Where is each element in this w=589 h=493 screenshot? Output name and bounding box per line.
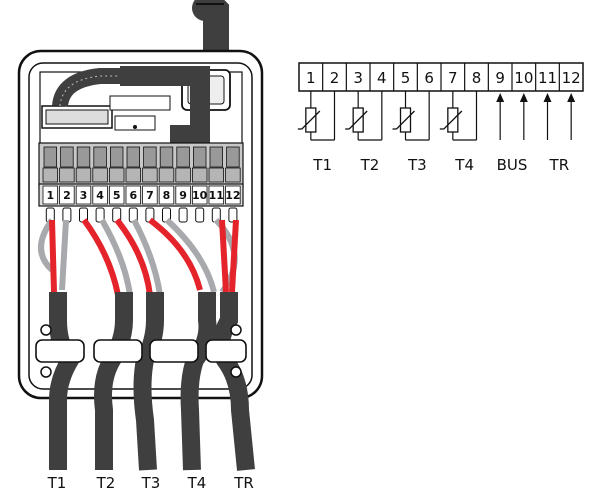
schematic-terminal-2: 2 xyxy=(330,69,340,87)
thermistor-symbol-t1 xyxy=(297,91,336,141)
terminal-number-10: 10 xyxy=(192,189,208,202)
cable-label-t3: T3 xyxy=(141,474,161,492)
terminal-number-4: 4 xyxy=(96,189,104,202)
terminal-number-box-12 xyxy=(225,185,241,205)
board-components xyxy=(109,95,171,131)
input-arrow-11 xyxy=(543,93,552,140)
terminal-clamp-2 xyxy=(59,167,75,183)
strain-relief-clamps xyxy=(35,324,247,378)
terminal-clamp-12 xyxy=(225,167,241,183)
terminal-screw-6 xyxy=(126,146,141,168)
terminal-clamp-6 xyxy=(125,167,142,183)
schematic-terminal-6: 6 xyxy=(424,69,434,87)
schematic-group-label-t4: T4 xyxy=(454,156,474,174)
terminal-number-5: 5 xyxy=(113,189,121,202)
terminal-number-box-1 xyxy=(42,185,59,205)
terminal-number-1: 1 xyxy=(46,189,54,202)
schematic-terminal-9: 9 xyxy=(495,69,505,87)
thermistor-symbol-t2 xyxy=(345,91,383,141)
schematic-group-label-t2: T2 xyxy=(360,156,380,174)
terminal-screw-9 xyxy=(176,146,190,168)
cable-label-t2: T2 xyxy=(96,474,116,492)
terminal-number-box-10 xyxy=(191,185,208,205)
cable-label-t1: T1 xyxy=(47,474,67,492)
ferrule-10 xyxy=(195,207,205,223)
terminal-screw-12 xyxy=(226,146,240,168)
terminal-number-box-3 xyxy=(75,185,92,205)
cable-label-tr: TR xyxy=(233,474,254,492)
terminal-number-3: 3 xyxy=(80,189,88,202)
terminal-number-8: 8 xyxy=(163,189,171,202)
input-arrow-12 xyxy=(567,93,576,140)
input-arrow-9 xyxy=(496,93,505,140)
terminal-clamp-10 xyxy=(191,167,208,183)
ferrule-9 xyxy=(178,207,188,223)
ferrule-12 xyxy=(228,207,238,223)
thermistor-symbol-t3 xyxy=(392,91,430,141)
terminal-screw-8 xyxy=(159,146,174,168)
schematic-group-label-t1: T1 xyxy=(312,156,332,174)
terminal-screw-3 xyxy=(76,146,91,168)
wires xyxy=(38,217,239,296)
cable-gland xyxy=(120,66,231,145)
terminal-number-box-8 xyxy=(158,185,175,205)
terminal-clamp-8 xyxy=(158,167,175,183)
terminal-clamp-4 xyxy=(92,167,108,183)
cable-labels: T1 T2 T3 T4 TR xyxy=(47,474,254,492)
schematic-terminal-5: 5 xyxy=(401,69,411,87)
schematic-group-label-bus: BUS xyxy=(497,156,528,174)
terminal-clamp-1 xyxy=(42,167,59,183)
terminal-screw-7 xyxy=(143,146,157,168)
schematic-group-label-t3: T3 xyxy=(407,156,427,174)
schematic-terminal-3: 3 xyxy=(353,69,363,87)
thermistor-symbol-t4 xyxy=(439,91,478,141)
terminal-number-box-11 xyxy=(208,185,225,205)
terminal-screw-11 xyxy=(209,146,224,168)
schematic-group-label-tr: TR xyxy=(549,156,570,174)
terminal-number-box-7 xyxy=(142,185,158,205)
cable-label-t4: T4 xyxy=(187,474,207,492)
terminal-screw-5 xyxy=(110,146,124,168)
terminal-clamp-11 xyxy=(208,167,225,183)
schematic-terminal-12: 12 xyxy=(562,69,581,87)
terminal-number-6: 6 xyxy=(129,189,137,202)
schematic-terminal-8: 8 xyxy=(472,69,482,87)
schematic-terminal-11: 11 xyxy=(538,69,557,87)
terminal-screw-1 xyxy=(43,146,58,168)
ribbon-connector xyxy=(41,68,120,129)
terminal-clamp-7 xyxy=(142,167,158,183)
terminal-number-2: 2 xyxy=(63,189,71,202)
input-arrow-10 xyxy=(519,93,528,140)
terminal-number-box-2 xyxy=(59,185,75,205)
schematic-terminal-10: 10 xyxy=(514,69,533,87)
terminal-number-11: 11 xyxy=(209,189,224,202)
terminal-clamp-9 xyxy=(175,167,191,183)
schematic-terminal-7: 7 xyxy=(448,69,458,87)
terminal-screw-2 xyxy=(60,146,74,168)
schematic-terminal-4: 4 xyxy=(377,69,387,87)
terminal-number-9: 9 xyxy=(179,189,187,202)
terminal-number-box-5 xyxy=(109,185,125,205)
terminal-number-7: 7 xyxy=(146,189,154,202)
terminal-number-box-6 xyxy=(125,185,142,205)
schematic-terminal-1: 1 xyxy=(306,69,316,87)
terminal-number-box-4 xyxy=(92,185,108,205)
terminal-clamp-5 xyxy=(109,167,125,183)
terminal-screw-10 xyxy=(192,146,207,168)
terminal-number-12: 12 xyxy=(225,189,240,202)
terminal-number-box-9 xyxy=(175,185,191,205)
terminal-clamp-3 xyxy=(75,167,92,183)
terminal-screw-4 xyxy=(93,146,107,168)
